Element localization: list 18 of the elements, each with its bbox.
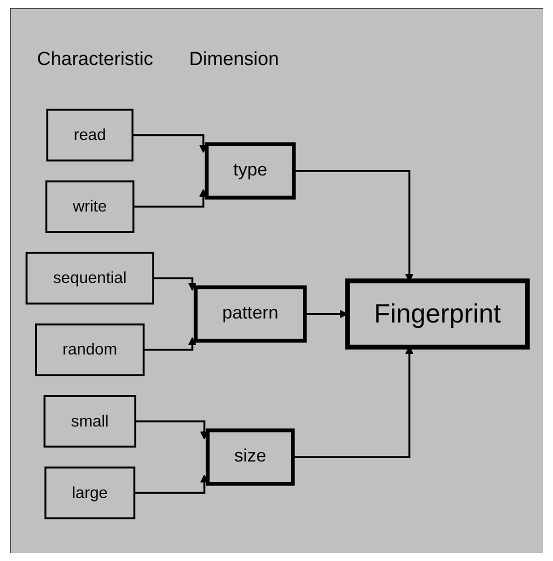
- arrow: [133, 188, 208, 208]
- node-box: pattern: [194, 285, 307, 343]
- arrow: [134, 474, 208, 494]
- node-box: Fingerprint: [345, 278, 530, 350]
- arrow: [153, 277, 196, 291]
- arrow: [135, 420, 208, 440]
- node-box: write: [45, 180, 134, 233]
- node-box: sequential: [26, 252, 154, 305]
- node-box: small: [44, 395, 136, 448]
- node-box: large: [44, 466, 136, 520]
- node-box: random: [35, 323, 145, 376]
- arrow: [132, 134, 208, 153]
- node-box: read: [46, 108, 134, 162]
- node-box: size: [206, 428, 295, 486]
- column-heading: Characteristic: [37, 49, 154, 71]
- node-box: type: [204, 142, 296, 200]
- column-heading: Dimension: [189, 49, 279, 71]
- arrow: [144, 337, 196, 351]
